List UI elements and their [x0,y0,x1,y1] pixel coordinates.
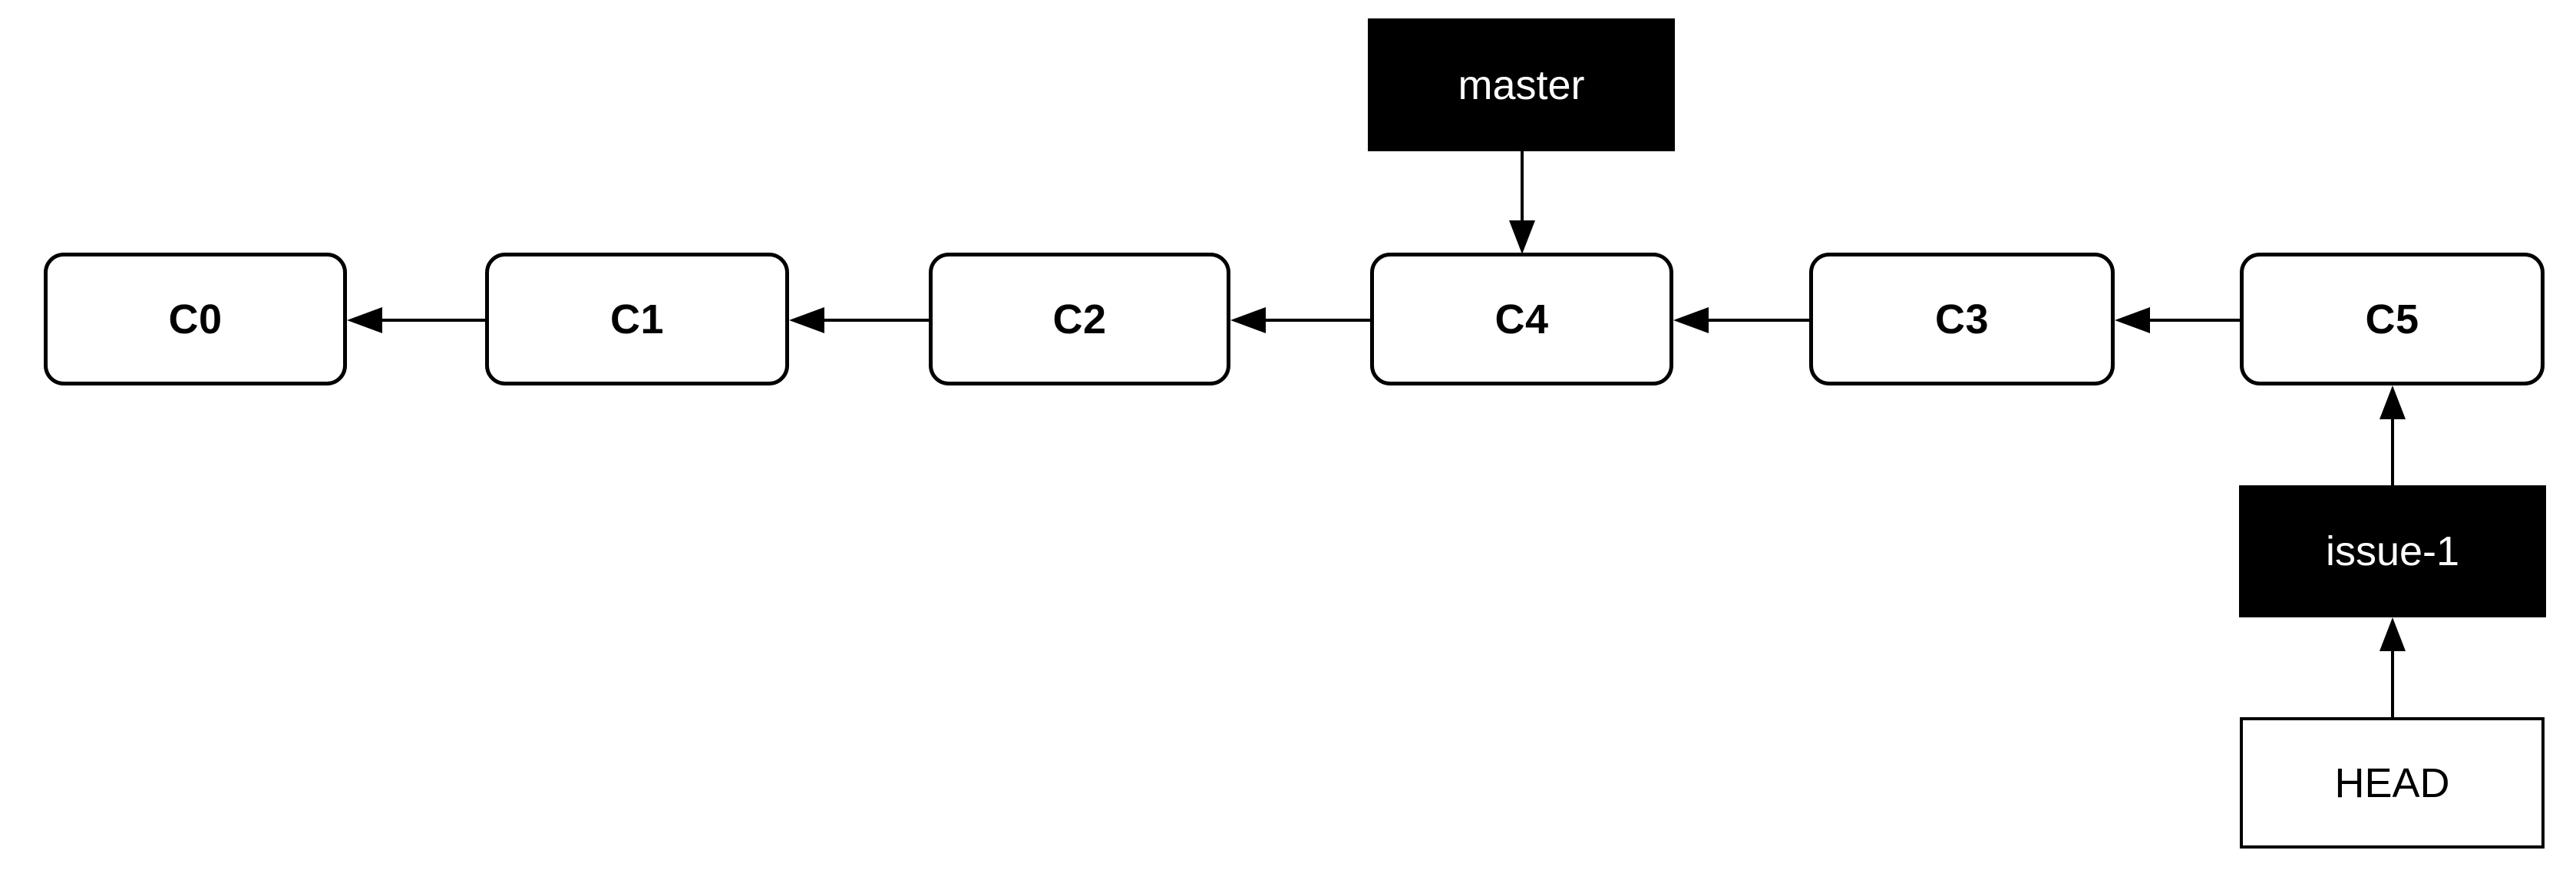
edge-c3-to-c4 [1673,301,1809,339]
edge-issue1-to-c5 [2373,385,2412,485]
commit-node-c1[interactable]: C1 [485,253,789,385]
commit-label-c1: C1 [609,296,665,342]
commit-label-c4: C4 [1494,296,1549,342]
commit-node-c2[interactable]: C2 [929,253,1230,385]
commit-node-c0[interactable]: C0 [44,253,347,385]
edge-c1-to-c0 [347,301,485,339]
head-pointer-node[interactable]: HEAD [2240,717,2545,849]
edge-c5-to-c3 [2115,301,2240,339]
edge-head-to-issue1 [2373,617,2412,717]
branch-label-master-text: master [1458,61,1585,108]
edge-c2-to-c1 [789,301,929,339]
head-pointer-label: HEAD [2334,759,2450,806]
branch-label-master[interactable]: master [1368,18,1675,151]
commit-node-c4[interactable]: C4 [1370,253,1673,385]
commit-label-c2: C2 [1052,296,1107,342]
commit-label-c0: C0 [168,296,223,342]
commit-node-c3[interactable]: C3 [1809,253,2115,385]
edge-c4-to-c2 [1230,301,1370,339]
commit-label-c3: C3 [1934,296,1990,342]
branch-label-issue-1-text: issue-1 [2325,528,2460,574]
commit-label-c5: C5 [2365,296,2419,342]
edge-master-to-c4 [1503,151,1541,254]
branch-label-issue-1[interactable]: issue-1 [2239,485,2546,617]
commit-node-c5[interactable]: C5 [2240,253,2545,385]
